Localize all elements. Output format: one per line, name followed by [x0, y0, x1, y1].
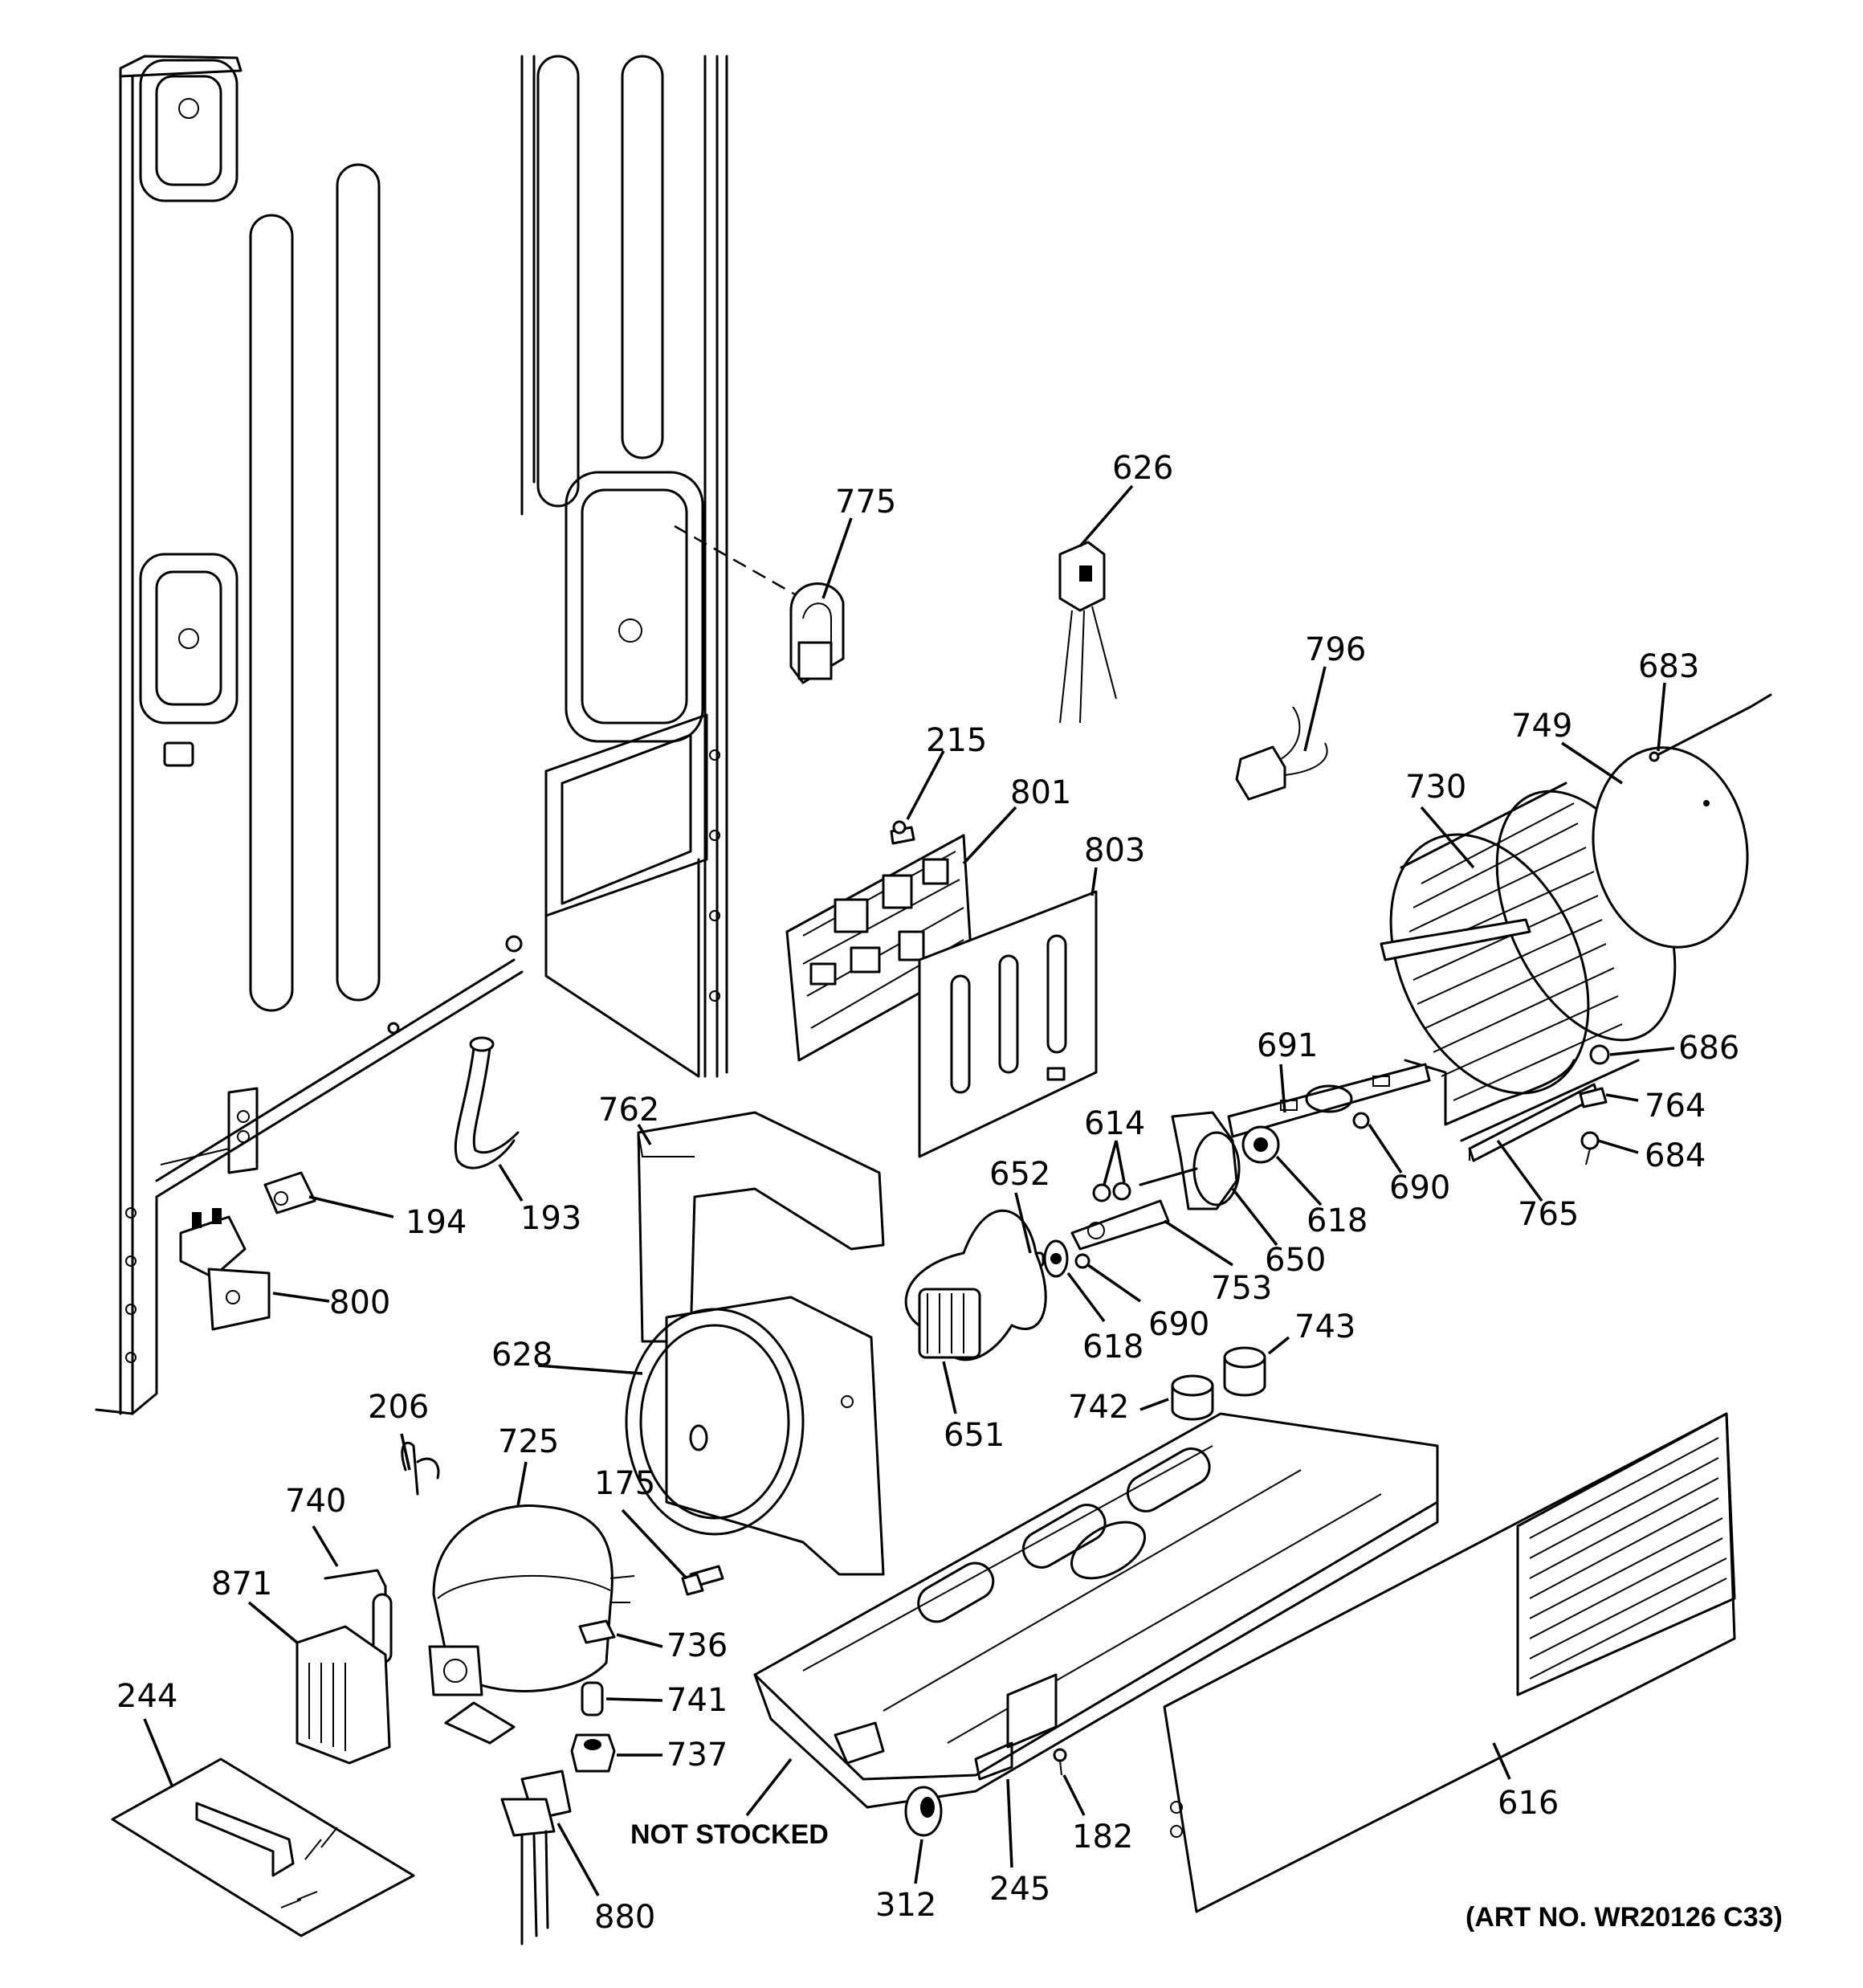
callout-741: 741	[667, 1682, 728, 1719]
part-194-clip	[263, 1171, 316, 1214]
part-691-bracket	[1227, 1063, 1431, 1138]
callout-182: 182	[1072, 1819, 1133, 1855]
part-775-bracket	[789, 582, 845, 684]
callout-244: 244	[116, 1678, 177, 1715]
part-796-connector	[1235, 706, 1328, 801]
callout-775: 775	[835, 484, 896, 520]
callout-684: 684	[1645, 1137, 1706, 1174]
callout-743: 743	[1294, 1308, 1355, 1345]
callout-762: 762	[598, 1092, 659, 1129]
parts-686-764-684-hardware	[1579, 1044, 1610, 1165]
callout-245: 245	[989, 1871, 1050, 1908]
callout-690-upper: 690	[1389, 1170, 1450, 1206]
callout-736: 736	[667, 1627, 728, 1664]
part-683-wire	[1649, 693, 1772, 762]
part-244-mounting-plate	[111, 1757, 415, 1937]
callout-683: 683	[1638, 648, 1699, 685]
cabinet-back-panel	[95, 55, 796, 1415]
callout-880: 880	[594, 1899, 655, 1936]
part-193-drain-tube	[454, 1036, 520, 1170]
part-312-roller	[904, 1786, 943, 1837]
part-871-overload	[296, 1625, 391, 1765]
part-628-fan-shroud	[625, 1296, 885, 1576]
callout-691: 691	[1257, 1027, 1318, 1064]
callout-725: 725	[498, 1423, 559, 1460]
callout-labels: 775 626 796 683 749 730 215 801 803 691 …	[116, 450, 1783, 1936]
callout-618-upper: 618	[1307, 1202, 1368, 1239]
callout-651: 651	[944, 1417, 1005, 1454]
part-880-valve	[500, 1770, 572, 1945]
callout-742: 742	[1068, 1389, 1129, 1426]
callout-206: 206	[368, 1389, 429, 1426]
part-730-condenser-coil	[1380, 782, 1677, 1142]
callout-650: 650	[1265, 1242, 1326, 1279]
callout-764: 764	[1645, 1088, 1706, 1125]
callout-871: 871	[211, 1565, 272, 1602]
callout-740: 740	[285, 1483, 346, 1520]
art-number: (ART NO. WR20126 C33)	[1466, 1902, 1783, 1933]
leader-lines	[143, 484, 1675, 1896]
part-725-compressor	[428, 1504, 635, 1745]
callout-215: 215	[926, 722, 987, 759]
part-215-screw	[890, 820, 915, 845]
callout-801: 801	[1010, 774, 1071, 811]
callout-800: 800	[329, 1284, 390, 1321]
part-245-bracket	[974, 1673, 1058, 1781]
part-650-fan-motor	[1139, 1111, 1241, 1210]
part-614-grommets	[1092, 1182, 1131, 1202]
callout-616: 616	[1498, 1785, 1559, 1822]
callout-686: 686	[1678, 1030, 1739, 1067]
callout-193: 193	[520, 1200, 581, 1237]
part-616-grille	[1163, 1412, 1736, 1913]
callout-628: 628	[491, 1337, 552, 1374]
callout-730: 730	[1405, 769, 1466, 806]
part-618-hub	[1241, 1125, 1280, 1164]
parts-743-742-grommets	[1171, 1346, 1266, 1421]
part-182-screw	[1053, 1748, 1067, 1776]
callout-749: 749	[1511, 708, 1572, 745]
part-753-motor-bracket	[1070, 1199, 1170, 1251]
part-175-bolt	[681, 1565, 724, 1596]
callout-312: 312	[875, 1887, 936, 1924]
callout-753: 753	[1211, 1270, 1272, 1307]
callout-626: 626	[1112, 450, 1173, 487]
callout-796: 796	[1305, 631, 1366, 668]
callout-737: 737	[667, 1737, 728, 1774]
part-749-plate	[1592, 746, 1749, 949]
part-626-switch	[1058, 541, 1117, 724]
callout-614: 614	[1084, 1105, 1145, 1142]
callout-803: 803	[1084, 832, 1145, 869]
callout-194: 194	[406, 1204, 467, 1241]
callout-765: 765	[1518, 1196, 1579, 1233]
parts-652-618-690-lower	[1029, 1239, 1090, 1278]
part-803-cover-plate	[918, 890, 1098, 1158]
part-206-clip	[401, 1441, 440, 1496]
not-stocked-note: NOT STOCKED	[630, 1819, 829, 1850]
part-690-screw	[1352, 1112, 1370, 1129]
callout-690-lower: 690	[1148, 1306, 1209, 1343]
part-651-fan-blade	[904, 1209, 1047, 1361]
callout-618-lower: 618	[1082, 1329, 1143, 1365]
part-765-bracket	[1468, 1083, 1600, 1162]
callout-175: 175	[594, 1465, 655, 1502]
parts-736-741-737	[570, 1619, 616, 1773]
callout-652: 652	[989, 1156, 1050, 1193]
part-800-relay	[179, 1208, 271, 1331]
